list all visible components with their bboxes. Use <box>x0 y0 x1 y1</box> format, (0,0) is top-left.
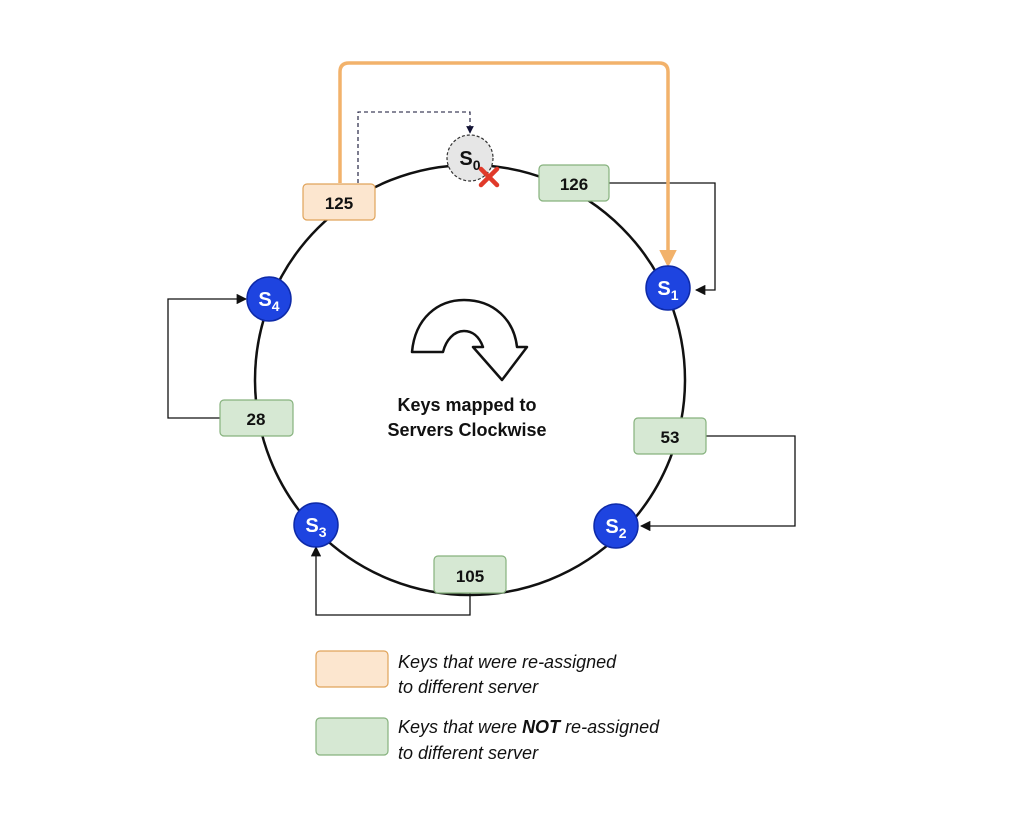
svg-text:S0: S0 <box>459 148 480 173</box>
legend-not-reassigned-line1: Keys that were NOT re-assigned <box>398 717 660 737</box>
key-box-125: 125 <box>302 183 376 221</box>
legend-reassigned-line2: to different server <box>398 677 539 697</box>
svg-text:S3: S3 <box>305 515 326 540</box>
legend-not-reassigned-line2: to different server <box>398 743 539 763</box>
svg-text:S1: S1 <box>657 278 678 303</box>
legend-swatch-reassigned <box>315 650 389 688</box>
server-s0-sub: 0 <box>473 157 481 173</box>
connector-105-to-s3 <box>310 545 471 616</box>
legend-not-text-before: Keys that were <box>398 717 522 737</box>
server-s2-letter: S <box>605 516 618 538</box>
key-box-126: 126 <box>538 164 610 202</box>
server-s0-letter: S <box>459 148 472 170</box>
legend-not-text-after: re-assigned <box>560 717 660 737</box>
key-label-28: 28 <box>247 410 266 429</box>
key-label-105: 105 <box>456 567 484 586</box>
connector-126-to-s1 <box>609 182 716 296</box>
key-box-28: 28 <box>219 399 294 437</box>
server-s3: S3 <box>293 502 339 548</box>
legend-item-reassigned: Keys that were re-assigned to different … <box>315 650 617 697</box>
legend: Keys that were re-assigned to different … <box>315 650 660 763</box>
server-s3-letter: S <box>305 515 318 537</box>
key-label-125: 125 <box>325 194 353 213</box>
center-label-line2: Servers Clockwise <box>387 420 546 440</box>
connector-28-to-s4 <box>167 293 248 419</box>
center-label-line1: Keys mapped to <box>397 395 536 415</box>
server-s4-sub: 4 <box>272 298 280 314</box>
cross-icon <box>478 166 500 188</box>
server-s1-sub: 1 <box>671 287 679 303</box>
connector-53-to-s2 <box>639 435 796 532</box>
old-connector-125-to-s0 <box>357 111 474 183</box>
server-s2-sub: 2 <box>619 525 627 541</box>
svg-text:S4: S4 <box>258 289 279 314</box>
reassign-arrow-125-to-s1 <box>338 61 677 268</box>
server-s3-sub: 3 <box>319 524 327 540</box>
key-label-126: 126 <box>560 175 588 194</box>
clockwise-arrow-icon <box>410 298 529 382</box>
legend-swatch-not-reassigned <box>315 717 389 756</box>
legend-not-emphasis: NOT <box>522 717 562 737</box>
key-label-53: 53 <box>661 428 680 447</box>
key-box-105: 105 <box>433 555 507 594</box>
server-s2: S2 <box>593 503 639 549</box>
svg-text:S2: S2 <box>605 516 626 541</box>
legend-item-not-reassigned: Keys that were NOT re-assigned to differ… <box>315 717 660 763</box>
legend-reassigned-line1: Keys that were re-assigned <box>398 652 617 672</box>
server-s4-letter: S <box>258 289 271 311</box>
server-s1: S1 <box>645 265 691 311</box>
server-s4: S4 <box>246 276 292 322</box>
server-s1-letter: S <box>657 278 670 300</box>
key-box-53: 53 <box>633 417 707 455</box>
